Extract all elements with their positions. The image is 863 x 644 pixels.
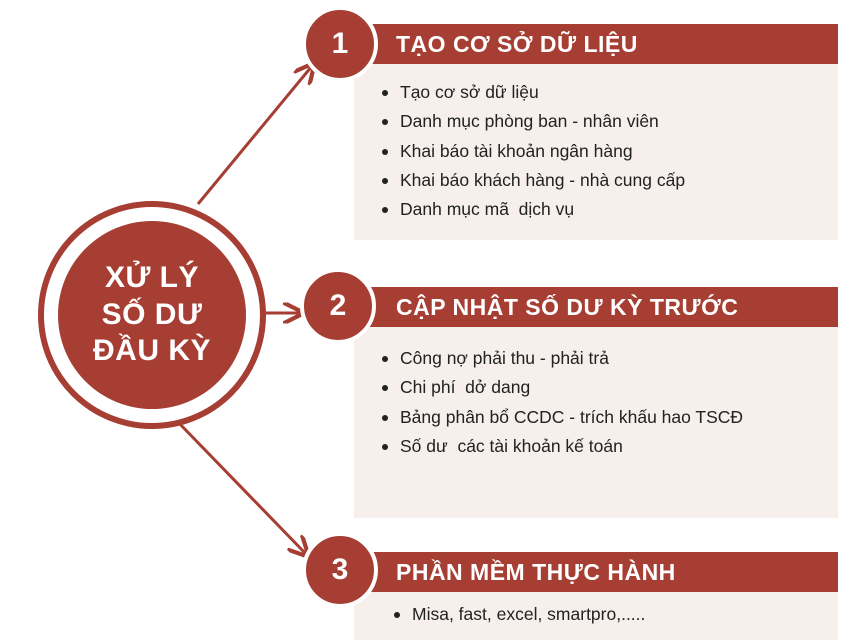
list-item: Số dư các tài khoản kế toán — [380, 432, 743, 461]
center-hub-title: XỬ LÝ SỐ DƯ ĐẦU KỲ — [92, 261, 211, 368]
section-2-number: 2 — [329, 289, 347, 322]
list-item: Bảng phân bổ CCDC - trích khấu hao TSCĐ — [380, 403, 743, 432]
section-1-title: TẠO CƠ SỞ DỮ LIỆU — [396, 31, 638, 57]
section-2-list: Công nợ phải thu - phải trả Chi phí dở d… — [380, 344, 743, 461]
list-item: Khai báo tài khoản ngân hàng — [380, 137, 685, 166]
list-item: Danh mục mã dịch vụ — [380, 195, 685, 224]
section-1-number: 1 — [331, 27, 349, 60]
list-item: Chi phí dở dang — [380, 373, 743, 402]
section-2-title: CẬP NHẬT SỐ DƯ KỲ TRƯỚC — [396, 294, 739, 320]
section-3-number: 3 — [331, 553, 349, 586]
arrow-to-section-1 — [196, 66, 312, 205]
section-2-number-badge: 2 — [300, 268, 376, 344]
section-3-number-badge: 3 — [302, 532, 378, 608]
section-1-panel — [354, 62, 838, 240]
section-3-list: Misa, fast, excel, smartpro,..... — [392, 600, 645, 629]
section-1-list: Tạo cơ sở dữ liệu Danh mục phòng ban - n… — [380, 78, 685, 224]
list-item: Công nợ phải thu - phải trả — [380, 344, 743, 373]
section-2-header — [338, 287, 838, 327]
list-item: Tạo cơ sở dữ liệu — [380, 78, 685, 107]
section-3-header — [338, 552, 838, 592]
section-3-panel — [354, 590, 838, 640]
section-1-header — [338, 24, 838, 64]
section-2-panel — [354, 326, 838, 518]
list-item: Danh mục phòng ban - nhân viên — [380, 107, 685, 136]
section-3-title: PHẦN MỀM THỰC HÀNH — [396, 559, 676, 585]
arrow-to-section-3 — [174, 418, 306, 554]
list-item: Misa, fast, excel, smartpro,..... — [392, 600, 645, 629]
list-item: Khai báo khách hàng - nhà cung cấp — [380, 166, 685, 195]
section-1-number-badge: 1 — [302, 6, 378, 82]
center-hub: XỬ LÝ SỐ DƯ ĐẦU KỲ — [58, 221, 246, 409]
